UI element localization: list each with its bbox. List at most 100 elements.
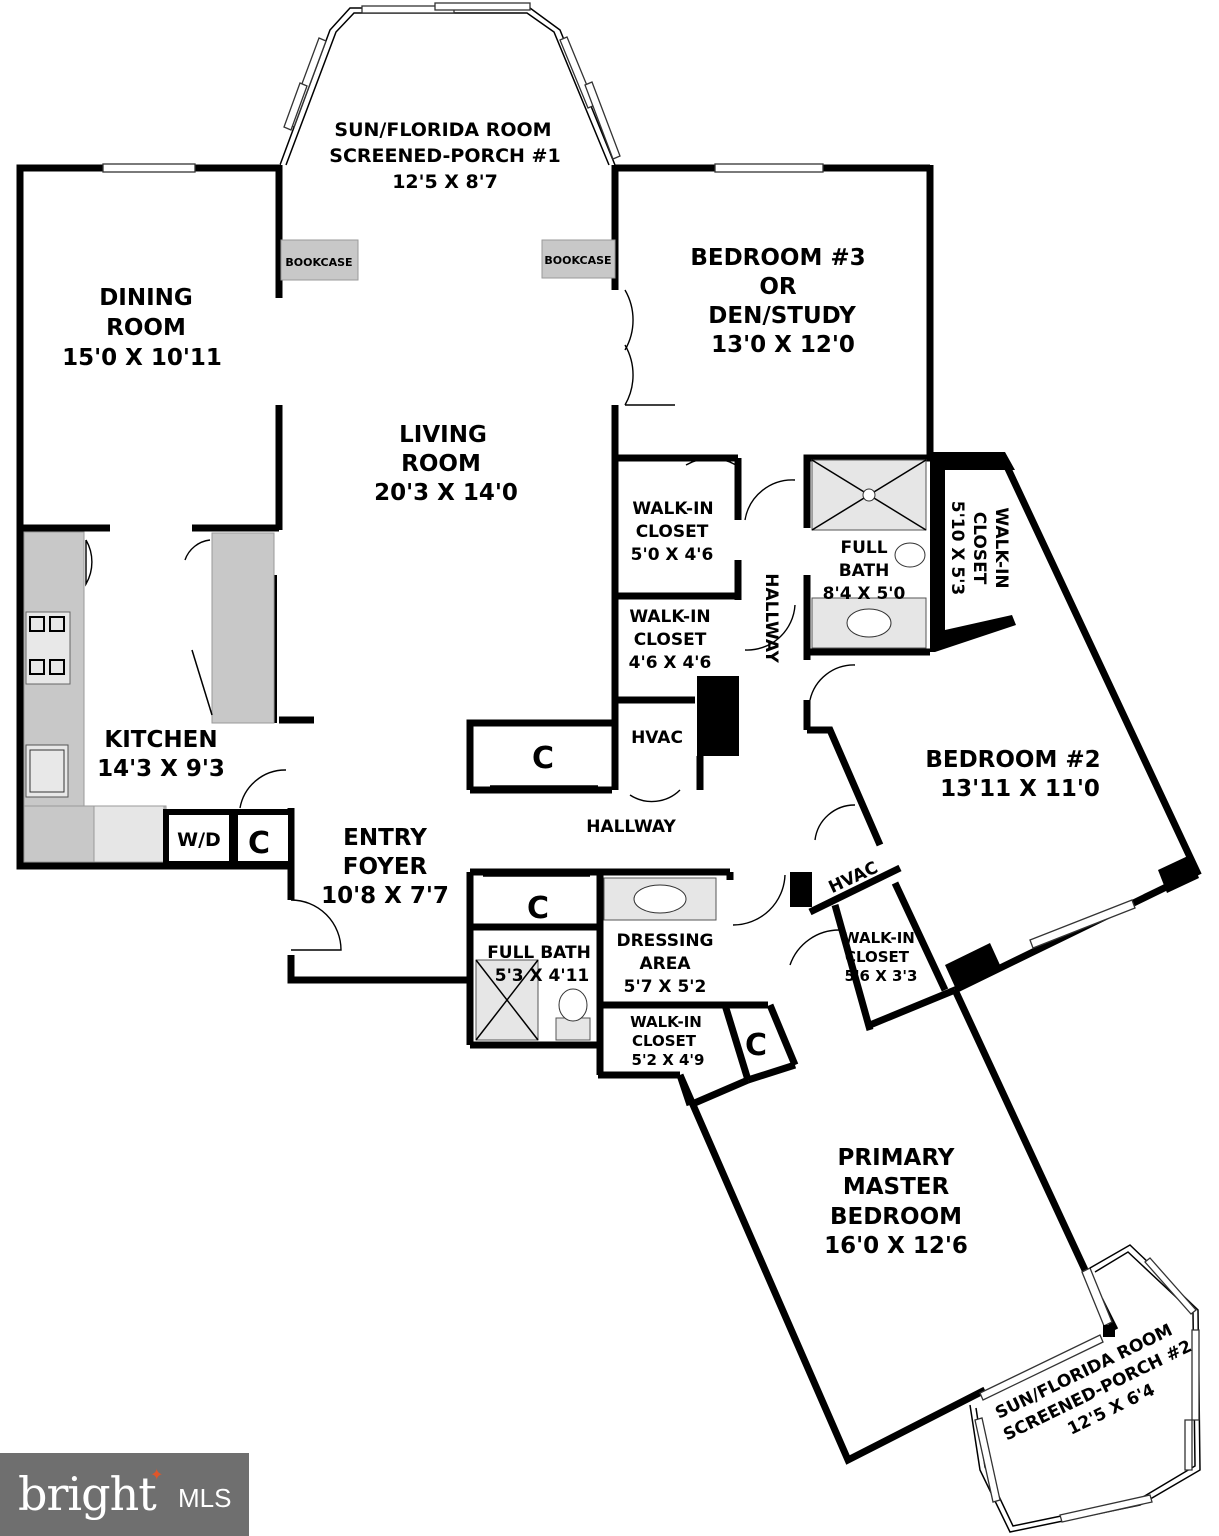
room-full-bath-2: FULL BATH 5'3 X 4'11 [487, 943, 591, 986]
sink-icon [603, 877, 717, 921]
shower-icon [811, 459, 927, 531]
room-closet-c2: C [232, 809, 294, 867]
svg-text:ENTRY: ENTRY [343, 825, 427, 851]
svg-text:BEDROOM: BEDROOM [830, 1204, 962, 1230]
room-bedroom-3: BEDROOM #3 OR DEN/STUDY 13'0 X 12'0 [690, 245, 865, 358]
room-kitchen: KITCHEN 14'3 X 9'3 [97, 727, 225, 782]
svg-text:5'0 X 4'6: 5'0 X 4'6 [631, 545, 714, 565]
bookcase-right: BOOKCASE [541, 239, 616, 279]
room-entry-foyer: ENTRY FOYER 10'8 X 7'7 [321, 825, 449, 909]
room-closet-c1: C [532, 741, 554, 776]
svg-text:C: C [527, 891, 549, 926]
shower-icon [475, 959, 539, 1041]
svg-text:FULL: FULL [840, 538, 887, 558]
sink-icon [811, 597, 927, 649]
room-walkin-closet-2: WALK-IN CLOSET 4'6 X 4'6 [629, 607, 712, 673]
svg-text:C: C [532, 741, 554, 776]
svg-text:LIVING: LIVING [399, 422, 487, 448]
svg-text:SUN/FLORIDA ROOM: SUN/FLORIDA ROOM [334, 119, 551, 141]
svg-text:HALLWAY: HALLWAY [586, 817, 676, 837]
svg-text:FOYER: FOYER [343, 854, 428, 880]
logo-brand: bright [18, 1467, 157, 1521]
room-closet-c3: C [527, 891, 549, 926]
sun-porch-2-outline [969, 1244, 1201, 1533]
svg-text:MASTER: MASTER [843, 1174, 950, 1200]
svg-text:OR: OR [759, 274, 797, 300]
room-full-bath-1: FULL BATH 8'4 X 5'0 [823, 538, 906, 604]
svg-text:12'5 X 8'7: 12'5 X 8'7 [392, 171, 498, 193]
svg-text:5'6 X 3'3: 5'6 X 3'3 [845, 967, 918, 985]
svg-text:BATH: BATH [839, 561, 890, 581]
svg-text:BEDROOM #2: BEDROOM #2 [925, 747, 1100, 773]
svg-text:C: C [745, 1028, 767, 1063]
room-closet-c4: C [745, 1028, 767, 1063]
svg-text:16'0 X 12'6: 16'0 X 12'6 [824, 1233, 968, 1259]
room-sun-porch-1: SUN/FLORIDA ROOM SCREENED-PORCH #1 12'5 … [329, 119, 560, 193]
room-walkin-closet-5: WALK-IN CLOSET 5'2 X 4'9 [630, 1013, 704, 1069]
svg-text:DINING: DINING [99, 285, 193, 311]
bright-mls-logo: bright ✦ MLS [0, 1453, 249, 1536]
bookcase-left: BOOKCASE [280, 239, 359, 281]
svg-text:15'0 X 10'11: 15'0 X 10'11 [62, 345, 222, 371]
svg-text:BEDROOM #3: BEDROOM #3 [690, 245, 865, 271]
toilet-icon [555, 988, 591, 1041]
svg-text:WALK-IN: WALK-IN [991, 507, 1011, 588]
svg-text:DRESSING: DRESSING [616, 931, 713, 951]
svg-text:WALK-IN: WALK-IN [843, 929, 915, 947]
svg-text:WALK-IN: WALK-IN [629, 607, 710, 627]
svg-text:HALLWAY: HALLWAY [761, 573, 781, 663]
svg-text:13'11 X 11'0: 13'11 X 11'0 [940, 776, 1100, 802]
room-primary-bedroom: PRIMARY MASTER BEDROOM 16'0 X 12'6 [824, 1145, 968, 1259]
svg-text:BOOKCASE: BOOKCASE [285, 256, 352, 269]
svg-text:CLOSET: CLOSET [636, 522, 709, 542]
svg-text:10'8 X 7'7: 10'8 X 7'7 [321, 883, 449, 909]
sink-icon [25, 744, 69, 798]
svg-text:14'3 X 9'3: 14'3 X 9'3 [97, 756, 225, 782]
svg-text:CLOSET: CLOSET [632, 1032, 697, 1050]
svg-text:WALK-IN: WALK-IN [632, 499, 713, 519]
svg-text:13'0 X 12'0: 13'0 X 12'0 [711, 332, 855, 358]
stove-icon [25, 611, 71, 685]
svg-text:HVAC: HVAC [631, 728, 683, 748]
room-walkin-closet-4: WALK-IN CLOSET 5'6 X 3'3 [843, 929, 917, 985]
room-washer-dryer: W/D [163, 809, 235, 867]
svg-text:BOOKCASE: BOOKCASE [544, 254, 611, 267]
room-hvac-1: HVAC [631, 728, 683, 748]
svg-text:KITCHEN: KITCHEN [104, 727, 217, 753]
room-hallway-vertical: HALLWAY [761, 573, 781, 663]
room-bedroom-2: BEDROOM #2 13'11 X 11'0 [925, 747, 1100, 802]
svg-text:ROOM: ROOM [106, 315, 186, 341]
svg-text:5'3 X 4'11: 5'3 X 4'11 [495, 966, 590, 986]
room-walkin-closet-1: WALK-IN CLOSET 5'0 X 4'6 [631, 499, 714, 565]
sun-porch-1-outline [279, 2, 621, 166]
svg-text:DEN/STUDY: DEN/STUDY [708, 303, 856, 329]
toilet-icon [894, 542, 926, 568]
room-living: LIVING ROOM 20'3 X 14'0 [374, 422, 518, 506]
logo-suffix: MLS [178, 1483, 232, 1513]
windows [102, 163, 1136, 1401]
svg-text:4'6 X 4'6: 4'6 X 4'6 [629, 653, 712, 673]
svg-text:5'2 X 4'9: 5'2 X 4'9 [632, 1051, 705, 1069]
room-walkin-closet-3: WALK-IN CLOSET 5'10 X 5'3 [947, 501, 1011, 596]
svg-text:FULL BATH: FULL BATH [487, 943, 591, 963]
svg-text:SCREENED-PORCH #1: SCREENED-PORCH #1 [329, 145, 560, 167]
svg-text:WALK-IN: WALK-IN [630, 1013, 702, 1031]
room-hallway-horizontal: HALLWAY [586, 817, 676, 837]
svg-text:PRIMARY: PRIMARY [838, 1145, 955, 1171]
svg-text:5'10 X 5'3: 5'10 X 5'3 [947, 501, 967, 596]
svg-text:ROOM: ROOM [401, 451, 481, 477]
svg-text:5'7 X 5'2: 5'7 X 5'2 [624, 977, 707, 997]
doors [85, 289, 856, 966]
svg-text:C: C [248, 826, 270, 861]
svg-text:CLOSET: CLOSET [634, 630, 707, 650]
room-dressing-area: DRESSING AREA 5'7 X 5'2 [616, 931, 713, 997]
svg-text:CLOSET: CLOSET [845, 948, 910, 966]
svg-text:20'3 X 14'0: 20'3 X 14'0 [374, 480, 518, 506]
svg-text:W/D: W/D [177, 829, 221, 851]
logo-star-icon: ✦ [150, 1465, 164, 1484]
svg-text:AREA: AREA [639, 954, 691, 974]
svg-text:CLOSET: CLOSET [969, 512, 989, 585]
svg-text:8'4 X 5'0: 8'4 X 5'0 [823, 584, 906, 604]
kitchen-counters [23, 531, 275, 863]
